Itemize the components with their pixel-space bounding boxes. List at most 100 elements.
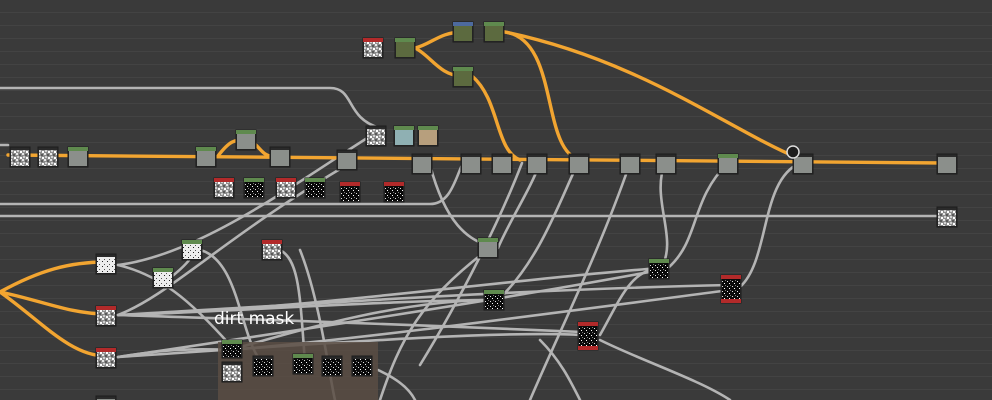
orange-wire xyxy=(0,290,108,358)
node-header xyxy=(262,240,282,244)
gray-wire xyxy=(378,246,492,400)
graph-node[interactable] xyxy=(95,347,117,369)
graph-node[interactable] xyxy=(243,177,265,199)
node-thumbnail xyxy=(485,25,503,41)
node-thumbnail xyxy=(197,150,215,166)
node-thumbnail xyxy=(367,129,385,145)
graph-node[interactable] xyxy=(936,153,958,175)
graph-node[interactable] xyxy=(786,145,814,175)
node-header xyxy=(68,147,88,151)
graph-node[interactable] xyxy=(383,181,405,203)
graph-node[interactable] xyxy=(393,125,415,147)
graph-node[interactable] xyxy=(221,361,243,383)
node-header xyxy=(478,238,498,242)
graph-node[interactable] xyxy=(339,181,361,203)
graph-node[interactable] xyxy=(95,395,117,400)
node-thumbnail xyxy=(277,181,295,197)
node-thumbnail xyxy=(341,185,359,201)
graph-node[interactable] xyxy=(9,146,31,168)
node-thumbnail xyxy=(245,181,263,197)
graph-node[interactable] xyxy=(304,177,326,199)
graph-node[interactable] xyxy=(351,355,373,377)
graph-node[interactable] xyxy=(181,239,203,261)
node-thumbnail xyxy=(719,157,737,173)
graph-node[interactable] xyxy=(394,37,416,59)
node-thumbnail xyxy=(11,150,29,166)
graph-node[interactable] xyxy=(717,153,739,175)
graph-node[interactable] xyxy=(936,206,958,228)
graph-node[interactable] xyxy=(235,129,257,151)
graph-node[interactable] xyxy=(336,149,358,171)
orange-wire xyxy=(503,30,582,162)
node-thumbnail xyxy=(621,157,639,173)
gray-wire xyxy=(538,338,582,400)
node-thumbnail xyxy=(237,133,255,149)
graph-node[interactable] xyxy=(417,125,439,147)
gray-wire xyxy=(666,161,730,270)
node-thumbnail xyxy=(722,278,740,302)
node-header xyxy=(384,182,404,186)
graph-node[interactable] xyxy=(477,237,499,259)
graph-node[interactable] xyxy=(365,125,387,147)
orange-wire xyxy=(503,30,800,160)
graph-node[interactable] xyxy=(269,146,291,168)
graph-node[interactable] xyxy=(67,146,89,168)
gray-wire xyxy=(116,263,232,347)
graph-node[interactable] xyxy=(221,339,243,359)
node-thumbnail xyxy=(263,243,281,259)
frame-title: dirt mask xyxy=(214,309,295,329)
graph-node[interactable] xyxy=(568,153,590,175)
graph-node[interactable] xyxy=(252,355,274,377)
gray-wire xyxy=(738,161,802,289)
graph-node[interactable] xyxy=(720,274,742,304)
graph-node[interactable] xyxy=(95,253,117,275)
node-header xyxy=(340,182,360,186)
node-header xyxy=(578,322,598,326)
node-header xyxy=(363,38,383,42)
graph-node[interactable] xyxy=(655,153,677,175)
node-header xyxy=(222,340,242,344)
graph-node[interactable] xyxy=(491,153,513,175)
node-thumbnail xyxy=(223,365,241,381)
node-header xyxy=(649,259,669,263)
node-header xyxy=(453,67,473,71)
graph-node[interactable] xyxy=(95,305,117,327)
node-thumbnail xyxy=(650,262,668,278)
node-header xyxy=(293,354,313,358)
graph-node[interactable] xyxy=(152,267,174,289)
node-footer xyxy=(578,346,598,350)
graph-node[interactable] xyxy=(619,153,641,175)
node-thumbnail xyxy=(396,41,414,57)
graph-node[interactable] xyxy=(275,177,297,199)
node-header xyxy=(153,268,173,272)
graph-node[interactable] xyxy=(483,21,505,43)
node-header xyxy=(394,126,414,130)
graph-node[interactable] xyxy=(37,146,59,168)
graph-node[interactable] xyxy=(483,289,505,311)
graph-node[interactable] xyxy=(261,239,283,261)
node-thumbnail xyxy=(385,185,403,201)
graph-node[interactable] xyxy=(292,353,314,375)
output-icon xyxy=(786,145,800,159)
node-thumbnail xyxy=(97,257,115,273)
graph-node[interactable] xyxy=(411,153,433,175)
graph-node[interactable] xyxy=(321,355,343,377)
graph-node[interactable] xyxy=(452,21,474,43)
graph-node[interactable] xyxy=(577,321,599,351)
graph-node[interactable] xyxy=(213,177,235,199)
node-thumbnail xyxy=(657,157,675,173)
graph-node[interactable] xyxy=(648,258,670,280)
graph-node[interactable] xyxy=(526,153,548,175)
node-header xyxy=(484,290,504,294)
graph-node[interactable] xyxy=(460,153,482,175)
node-thumbnail xyxy=(485,293,503,309)
gray-wire xyxy=(496,161,580,302)
graph-node[interactable] xyxy=(362,37,384,59)
node-thumbnail xyxy=(528,157,546,173)
node-header xyxy=(453,22,473,26)
orange-wire xyxy=(0,260,108,294)
graph-node[interactable] xyxy=(452,66,474,88)
node-thumbnail xyxy=(183,243,201,259)
graph-node[interactable] xyxy=(195,146,217,168)
